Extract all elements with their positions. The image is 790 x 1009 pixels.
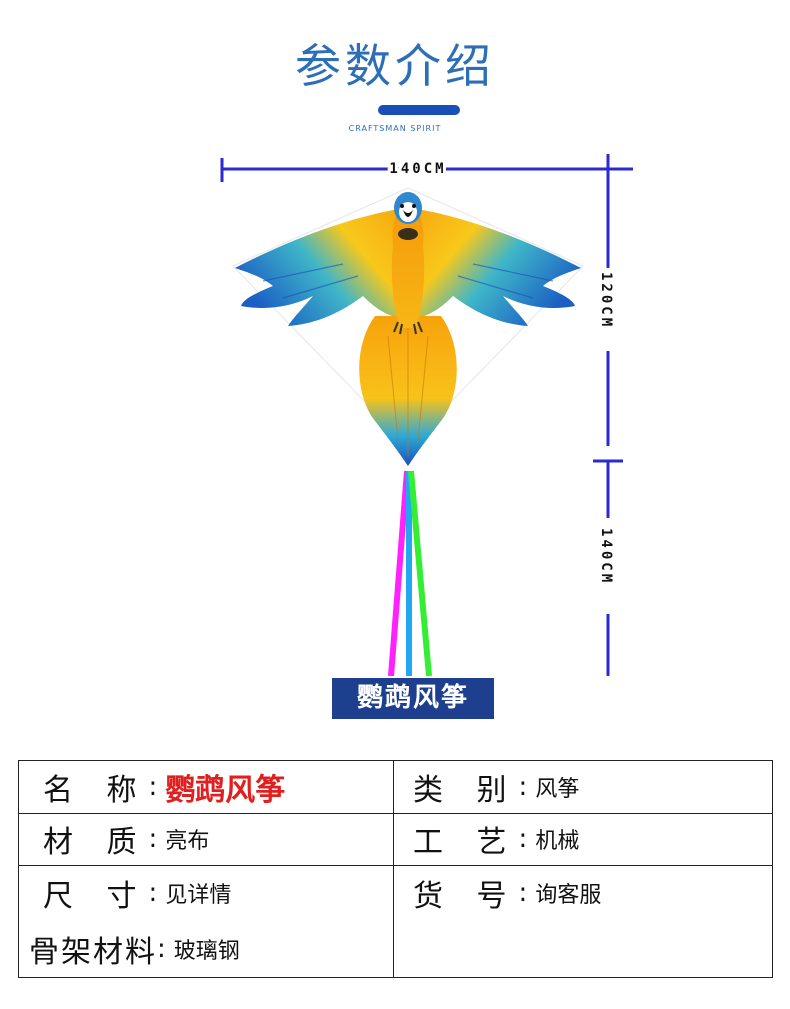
spec-item-no-value: 询客服 [535,883,602,908]
tail-ribbons [388,470,432,676]
table-divider-row [19,865,772,866]
table-divider-vertical [393,761,394,977]
tail-dimension-label: 140CM [598,528,614,585]
spec-size-label: 尺 寸 [43,879,149,914]
spec-size-value: 见详情 [165,883,232,908]
spec-category: 类 别 : 风筝 [413,761,579,813]
spec-size: 尺 寸 : 见详情 [43,867,231,919]
spec-material-label: 材 质 [43,825,149,860]
table-divider-row [19,813,772,814]
height-dimension-line [593,154,623,676]
parrot-kite-illustration: 140CM 120CM 140CM [220,154,633,676]
spec-frame: 骨架材料 : 玻璃钢 [29,923,240,975]
spec-category-label: 类 别 [413,773,519,808]
spec-material: 材 质 : 亮布 [43,813,209,865]
spec-frame-colon: : [157,934,166,964]
spec-frame-value: 玻璃钢 [173,939,240,964]
spec-item-no-label: 货 号 [413,879,519,914]
spec-craft-colon: : [518,824,528,854]
spec-item-no-colon: : [518,878,528,908]
product-name-tag: 鹦鹉风筝 [332,678,494,719]
title-underline-bar [378,105,460,115]
page-subtitle: CRAFTSMAN SPIRIT [348,124,442,133]
height-dimension-label: 120CM [598,272,614,329]
spec-size-colon: : [148,878,158,908]
spec-material-colon: : [148,824,158,854]
spec-craft: 工 艺 : 机械 [413,813,579,865]
spec-frame-label: 骨架材料 [29,935,157,970]
spec-table: 名 称 : 鹦鹉风筝 类 别 : 风筝 材 质 : 亮布 工 艺 : 机械 尺 … [18,760,773,978]
spec-craft-value: 机械 [535,829,580,854]
spec-craft-label: 工 艺 [413,825,519,860]
width-dimension-label: 140CM [389,161,446,177]
spec-category-colon: : [518,772,528,802]
width-dimension-line [220,158,633,182]
spec-material-value: 亮布 [165,829,210,854]
spec-name-label: 名 称 [43,773,149,808]
spec-name-value: 鹦鹉风筝 [165,773,286,808]
spec-name-colon: : [148,772,158,802]
spec-category-value: 风筝 [535,777,580,802]
product-image-area: 140CM 120CM 140CM [143,146,673,676]
spec-item-no: 货 号 : 询客服 [413,867,601,919]
spec-name: 名 称 : 鹦鹉风筝 [43,761,285,813]
page-title: 参数介绍 [295,39,495,93]
